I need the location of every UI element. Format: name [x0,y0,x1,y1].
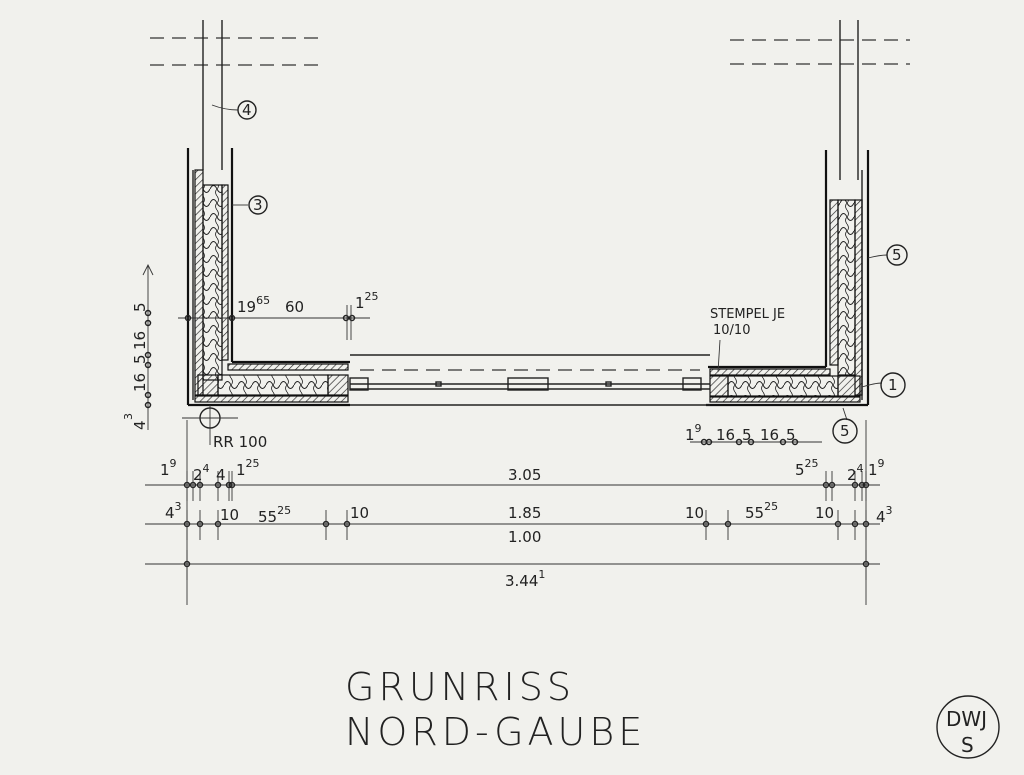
svg-text:10/10: 10/10 [713,323,750,338]
svg-text:24: 24 [847,462,864,484]
svg-text:19: 19 [160,457,177,479]
dim-label: 1 [355,294,365,312]
svg-text:STEMPEL JE: STEMPEL JE [710,307,785,322]
callout-5-bottom: 5 [832,407,858,444]
svg-text:5525: 5525 [258,504,291,526]
svg-text:525: 525 [795,457,819,479]
dim-3-05: 3.05 [508,466,541,484]
svg-text:10: 10 [685,504,704,522]
callout-4: 4 [211,100,257,120]
svg-text:3: 3 [253,196,263,214]
dim-label: 19 [237,298,256,316]
right-wall [824,150,870,405]
window-opening [349,354,710,406]
svg-text:125: 125 [355,290,379,312]
right-small-dimensions: 19 16 5 16 5 [685,422,822,446]
svg-text:5: 5 [742,426,752,444]
svg-text:43: 43 [165,500,182,522]
svg-text:16: 16 [760,426,779,444]
dimension-chain: 19 24 4 125 3.05 525 24 19 43 10 5525 10… [145,420,893,605]
svg-text:24: 24 [193,462,210,484]
author-stamp: DWJ S [936,695,1000,759]
svg-text:5525: 5525 [745,500,778,522]
svg-text:3.441: 3.441 [505,568,545,590]
svg-text:125: 125 [236,457,260,479]
svg-text:DWJ: DWJ [946,707,987,731]
svg-text:43: 43 [876,504,893,526]
dim-sup: 65 [256,294,270,307]
svg-text:19: 19 [685,422,702,444]
dim-label: 3 [122,413,135,420]
cut-lines [150,37,910,66]
svg-text:5: 5 [786,426,796,444]
dim-label: 60 [285,298,304,316]
svg-text:16: 16 [716,426,735,444]
svg-text:1965: 1965 [237,294,270,316]
svg-text:4: 4 [216,466,226,484]
callout-5-right: 5 [867,244,908,266]
svg-text:10: 10 [815,504,834,522]
left-vertical-dimensions: 5 16 5 16 4 3 [122,263,154,430]
dim-1-85: 1.85 [508,504,541,522]
dim-label: 4 [131,420,149,430]
dim-label: 16 [131,373,149,392]
dim-3-44: 3.44 [505,572,538,590]
callout-1: 1 [861,372,906,398]
left-wall [186,148,234,405]
svg-text:4: 4 [242,101,252,119]
dim-1-00: 1.00 [508,528,541,546]
inner-dimension-line: 1965 60 125 [178,290,379,340]
dim-label: 5 [131,302,149,312]
callout-3: 3 [232,195,268,215]
rain-pipe-symbol: RR 100 [182,405,267,451]
dim-sup: 25 [365,290,379,303]
rr-note: RR 100 [213,433,267,451]
svg-text:5: 5 [892,246,902,264]
svg-text:1: 1 [888,376,898,394]
svg-text:S: S [961,733,974,757]
right-post [839,20,859,180]
svg-text:10: 10 [220,506,239,524]
dim-label: 5 [131,354,149,364]
left-post [202,20,223,170]
stempel-note: STEMPEL JE 10/10 [710,307,785,373]
right-floor-slab [706,365,868,407]
svg-text:5: 5 [840,422,850,440]
drawing-title-line2: NORD-GAUBE [345,710,646,754]
svg-text:10: 10 [350,504,369,522]
drawing-title-line1: GRUNRISS [345,665,575,709]
left-floor-slab [188,360,350,407]
svg-text:19: 19 [868,457,885,479]
dim-label: 16 [131,331,149,350]
